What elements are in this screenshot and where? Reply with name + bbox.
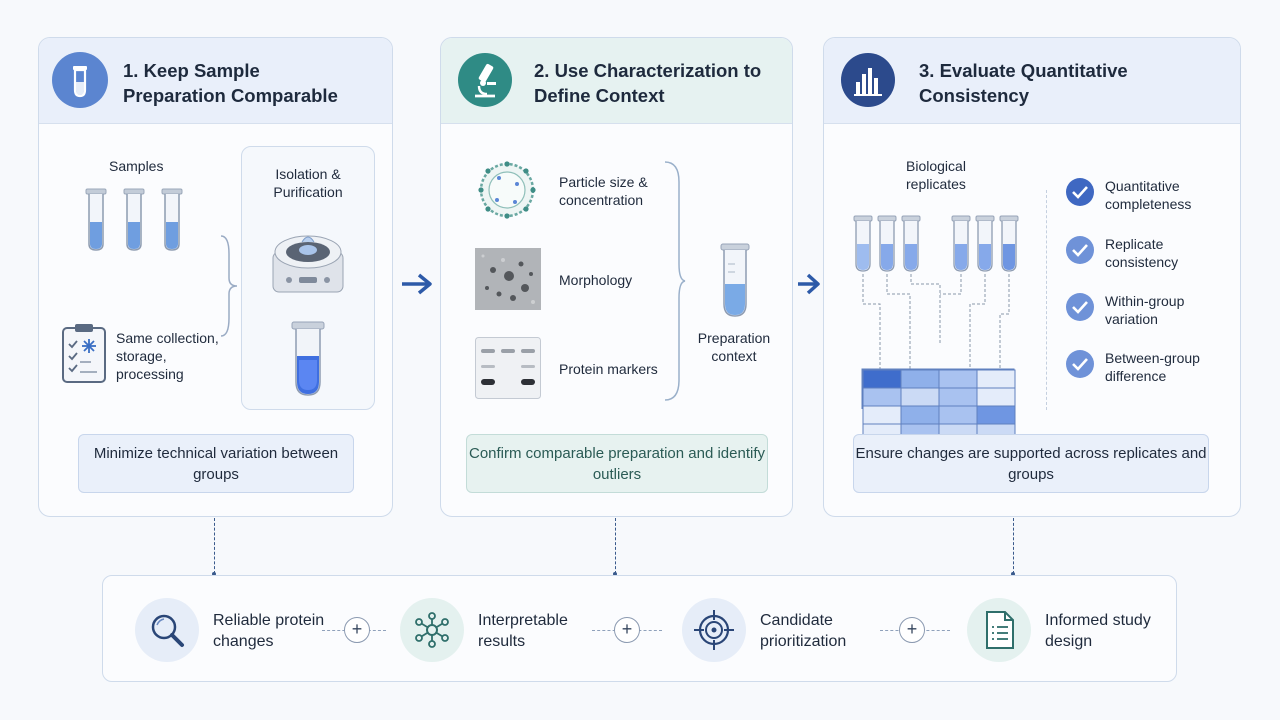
step-2-panel: 2. Use Characterization to Define Contex… [440, 37, 793, 517]
microscope-badge-icon [457, 52, 513, 108]
outcome-label-3: Candidate prioritization [760, 612, 847, 650]
step-1-summary: Minimize technical variation between gro… [78, 434, 354, 493]
step-1-title: 1. Keep Sample Preparation Comparable [123, 60, 338, 106]
characterization-item-3: Protein markers [559, 361, 658, 377]
plus-icon: + [899, 617, 925, 643]
isolation-label: Isolation & Purification [273, 166, 343, 200]
step-1-header: 1. Keep Sample Preparation Comparable [39, 38, 392, 124]
arrow-right-icon [798, 273, 820, 295]
target-icon [682, 598, 746, 662]
centrifuge-icon [272, 235, 344, 293]
check-icon [1066, 178, 1094, 206]
magnifier-icon [135, 598, 199, 662]
context-tube-icon [720, 243, 750, 317]
connector-dot [1011, 572, 1015, 576]
connector-3 [1013, 518, 1014, 574]
morphology-image-icon [475, 248, 541, 310]
bar-chart-badge-icon [840, 52, 896, 108]
clipboard-icon [62, 324, 106, 383]
connector-dot [212, 572, 216, 576]
outcome-label-4: Informed study design [1045, 612, 1151, 650]
plus-icon: + [344, 617, 370, 643]
particle-icon [478, 161, 536, 219]
document-icon [967, 598, 1031, 662]
sample-tubes-icon [85, 188, 183, 251]
check-icon [1066, 236, 1094, 264]
step-3-summary: Ensure changes are supported across repl… [853, 434, 1209, 493]
bracket-icon [220, 235, 238, 337]
preparation-context-label: Preparation context [697, 330, 771, 364]
check-label-4: Between-group difference [1105, 350, 1200, 384]
check-label-1: Quantitative completeness [1105, 178, 1192, 212]
network-icon [400, 598, 464, 662]
step-2-header: 2. Use Characterization to Define Contex… [441, 38, 792, 124]
checklist-divider [1046, 190, 1047, 410]
test-tube-badge-icon [52, 52, 108, 108]
purified-tube-icon [291, 321, 325, 396]
step-3-panel: 3. Evaluate Quantitative Consistency Bio… [823, 37, 1241, 517]
step-1-panel: 1. Keep Sample Preparation Comparable Sa… [38, 37, 393, 517]
connector-1 [214, 518, 215, 574]
check-icon [1066, 293, 1094, 321]
replicates-label: Biological replicates [906, 158, 966, 192]
connector-2 [615, 518, 616, 574]
outcome-label-2: Interpretable results [478, 612, 568, 650]
step-3-title: 3. Evaluate Quantitative Consistency [919, 60, 1128, 106]
western-blot-icon [475, 337, 541, 399]
check-label-2: Replicate consistency [1105, 236, 1179, 270]
plus-icon: + [614, 617, 640, 643]
collection-label: Same collection, storage, processing [116, 330, 219, 382]
check-icon [1066, 350, 1094, 378]
arrow-right-icon [402, 273, 432, 295]
check-label-3: Within-group variation [1105, 293, 1185, 327]
samples-label: Samples [109, 158, 164, 174]
step-3-header: 3. Evaluate Quantitative Consistency [824, 38, 1240, 124]
outcome-label-1: Reliable protein changes [213, 612, 325, 650]
characterization-item-1: Particle size & concentration [559, 174, 648, 208]
connector-dot [613, 572, 617, 576]
characterization-item-2: Morphology [559, 272, 633, 288]
brace-icon [664, 161, 686, 401]
step-2-summary: Confirm comparable preparation and ident… [466, 434, 768, 493]
step-2-title: 2. Use Characterization to Define Contex… [534, 60, 762, 106]
